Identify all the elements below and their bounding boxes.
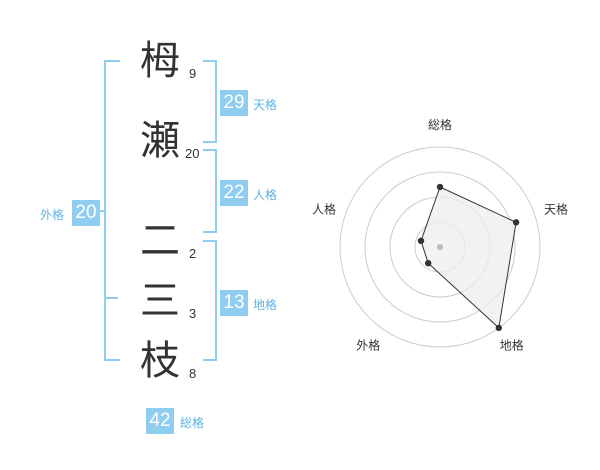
- gaikaku-bracket-divider: [104, 297, 118, 299]
- jinkaku-value: 22: [220, 180, 248, 206]
- jinkaku-bracket: [203, 149, 217, 233]
- stroke-count-1: 9: [189, 66, 197, 81]
- stroke-count-2: 20: [185, 146, 200, 161]
- tenkaku-bracket: [203, 60, 217, 143]
- radar-axis-label-3: 地格: [500, 338, 524, 353]
- tenkaku-value: 29: [220, 90, 248, 116]
- radar-point-5: [417, 237, 425, 244]
- radar-area: [420, 186, 517, 329]
- gaikaku-value: 20: [72, 200, 100, 226]
- chikaku-label: 地格: [253, 298, 278, 312]
- jinkaku-label: 人格: [253, 188, 278, 202]
- chikaku-bracket: [203, 240, 217, 361]
- name-char-2: 瀬: [140, 118, 180, 164]
- stroke-count-4: 3: [189, 306, 197, 321]
- radar-point-2: [512, 219, 520, 226]
- radar-axis-label-2: 天格: [544, 201, 568, 216]
- name-char-5: 枝: [140, 338, 180, 384]
- radar-axis-label-1: 総格: [428, 117, 452, 132]
- soukaku-value: 42: [146, 408, 174, 434]
- tenkaku-label: 天格: [253, 98, 278, 112]
- stroke-count-5: 8: [189, 366, 197, 381]
- radar-axis-label-5: 人格: [312, 201, 336, 216]
- soukaku-label: 総格: [180, 416, 205, 430]
- name-char-4: 三: [140, 278, 180, 324]
- radar-point-4: [425, 260, 432, 267]
- radar-axis-label-4: 外格: [356, 338, 380, 353]
- radar-ring-4: [339, 146, 541, 348]
- name-char-3: 二: [140, 218, 180, 264]
- gaikaku-bracket: [104, 60, 120, 361]
- gaikaku-label: 外格: [40, 208, 65, 222]
- name-char-1: 栂: [140, 38, 180, 84]
- radar-point-3: [495, 324, 502, 332]
- chikaku-value: 13: [220, 290, 248, 316]
- stroke-count-3: 2: [189, 246, 197, 261]
- gaikaku-bracket-tick: [96, 210, 105, 212]
- radar-point-1: [436, 183, 444, 191]
- radar-center-point: [437, 244, 443, 250]
- radar-ring-3: [364, 171, 516, 323]
